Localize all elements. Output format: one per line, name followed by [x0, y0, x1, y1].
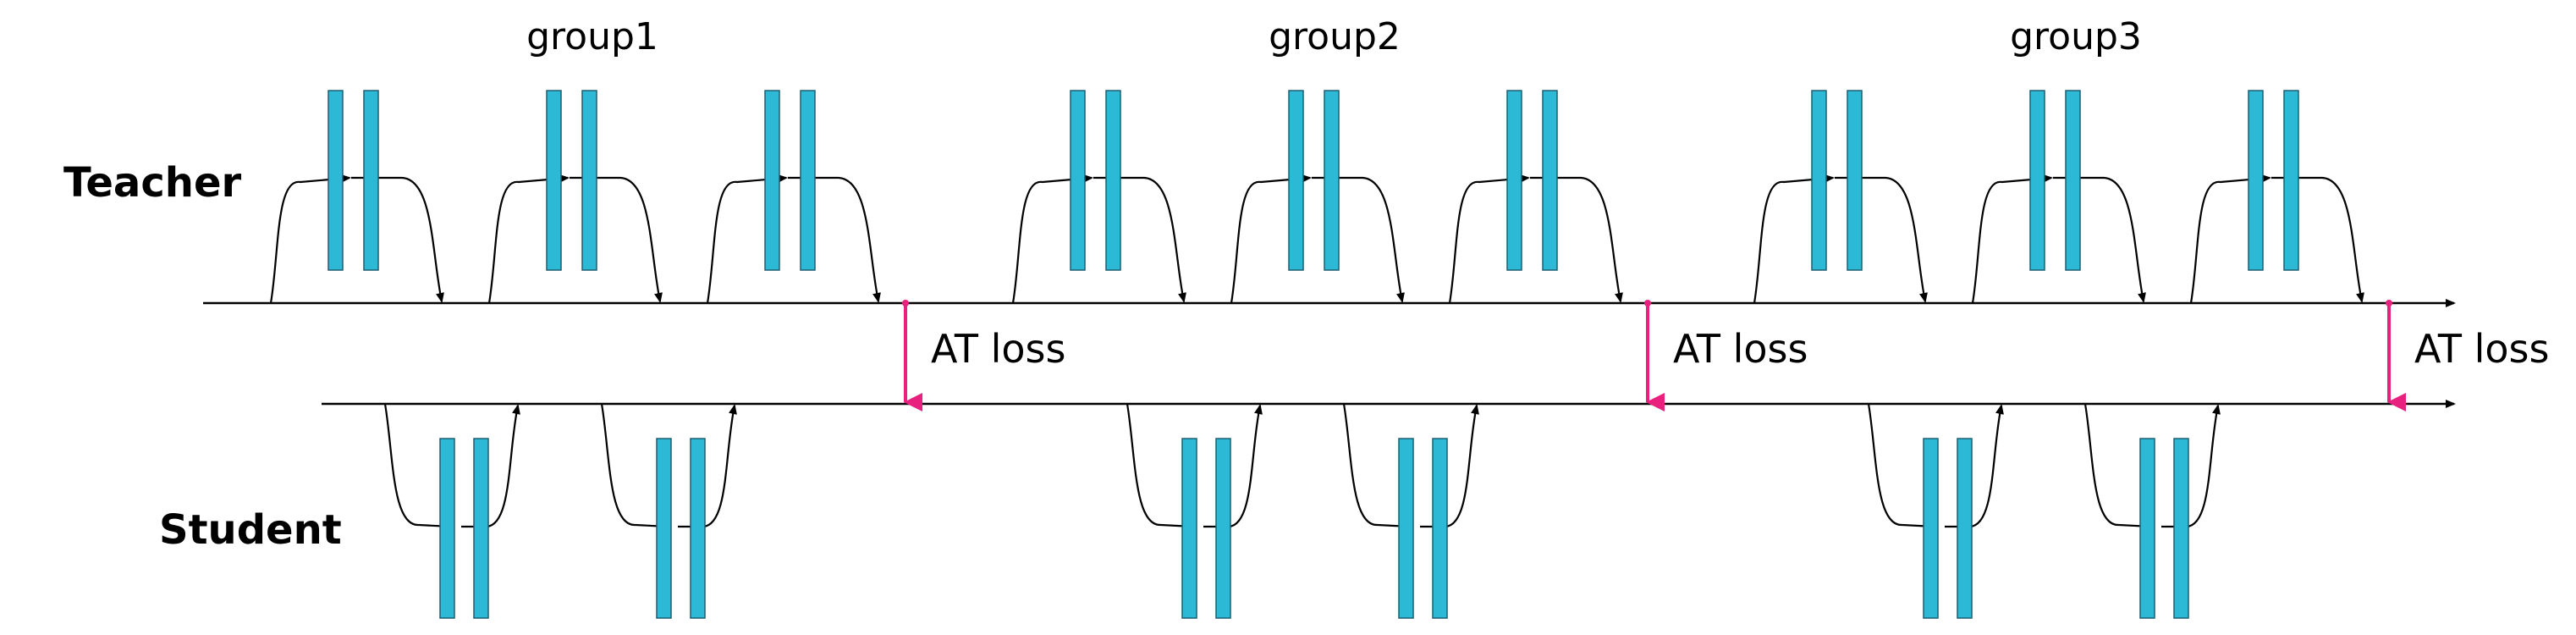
student-skip-arc-in: [1342, 403, 1412, 531]
teacher-layer-block: [581, 90, 597, 271]
student-skip-arc-out: [1420, 404, 1479, 528]
teacher-skip-arc-out: [788, 176, 881, 303]
teacher-skip-arc-in: [1230, 174, 1312, 304]
teacher-layer-block: [1847, 90, 1863, 271]
teacher-layer-block: [363, 90, 379, 271]
teacher-skip-arc-out: [1312, 176, 1405, 303]
student-skip-arc-out: [2161, 404, 2221, 528]
teacher-layer-block: [2065, 90, 2081, 271]
student-layer-block: [439, 438, 455, 619]
teacher-skip-arc-in: [1971, 174, 2053, 304]
student-layer-block: [1957, 438, 1973, 619]
student-skip-arc-out: [1203, 404, 1263, 528]
teacher-layer-block: [800, 90, 816, 271]
teacher-skip-arc-out: [570, 176, 663, 303]
teacher-layer-block: [2029, 90, 2045, 271]
student-skip-arc-out: [1945, 404, 2004, 528]
teacher-skip-arc-out: [351, 176, 444, 303]
teacher-skip-arc-in: [269, 174, 351, 304]
teacher-label: Teacher: [63, 159, 241, 207]
student-skip-arc-in: [600, 403, 669, 531]
teacher-skip-arc-out: [1530, 176, 1623, 303]
teacher-skip-arc-in: [1011, 174, 1093, 304]
teacher-layer-block: [1506, 90, 1522, 271]
teacher-skip-arc-out: [2271, 176, 2364, 303]
groups-layer: group1 AT loss group2 AT loss group3 AT loss: [269, 15, 2549, 619]
teacher-skip-arc-in: [1753, 174, 1835, 304]
teacher-skip-arc-out: [2053, 176, 2146, 303]
at-loss-dot: [902, 300, 909, 306]
student-layer-block: [1398, 438, 1414, 619]
at-loss-dot: [1644, 300, 1651, 306]
student-skip-arc-out: [461, 404, 520, 528]
teacher-layer-block: [1105, 90, 1121, 271]
teacher-layer-block: [764, 90, 780, 271]
group-label: group3: [2010, 15, 2142, 58]
teacher-layer-block: [1070, 90, 1086, 271]
teacher-skip-arc-out: [1835, 176, 1928, 303]
at-loss-label: AT loss: [2414, 326, 2549, 372]
student-layer-block: [656, 438, 672, 619]
student-layer-block: [1432, 438, 1448, 619]
student-skip-arc-in: [1126, 403, 1195, 531]
teacher-skip-arc-in: [1448, 174, 1530, 304]
student-layer-block: [1181, 438, 1197, 619]
student-skip-arc-in: [2083, 403, 2153, 531]
student-layer-block: [2173, 438, 2189, 619]
teacher-layer-block: [1811, 90, 1827, 271]
teacher-layer-block: [1542, 90, 1558, 271]
teacher-layer-block: [1288, 90, 1304, 271]
student-layer-block: [473, 438, 489, 619]
teacher-layer-block: [2248, 90, 2264, 271]
teacher-layer-block: [546, 90, 562, 271]
teacher-skip-arc-in: [2189, 174, 2271, 304]
teacher-layer-block: [2283, 90, 2299, 271]
teacher-layer-block: [1324, 90, 1340, 271]
student-layer-block: [1215, 438, 1231, 619]
at-loss-label: AT loss: [931, 326, 1065, 372]
student-skip-arc-in: [383, 403, 453, 531]
teacher-layer-block: [328, 90, 344, 271]
student-skip-arc-in: [1867, 403, 1936, 531]
at-loss-dot: [2386, 300, 2392, 306]
group-label: group2: [1269, 15, 1401, 58]
student-skip-arc-out: [678, 404, 737, 528]
at-loss-label: AT loss: [1673, 326, 1808, 372]
teacher-skip-arc-in: [706, 174, 788, 304]
group-label: group1: [526, 15, 658, 58]
student-label: Student: [159, 506, 342, 554]
teacher-skip-arc-in: [487, 174, 570, 304]
student-layer-block: [1923, 438, 1939, 619]
student-layer-block: [690, 438, 706, 619]
student-layer-block: [2139, 438, 2155, 619]
teacher-skip-arc-out: [1093, 176, 1186, 303]
